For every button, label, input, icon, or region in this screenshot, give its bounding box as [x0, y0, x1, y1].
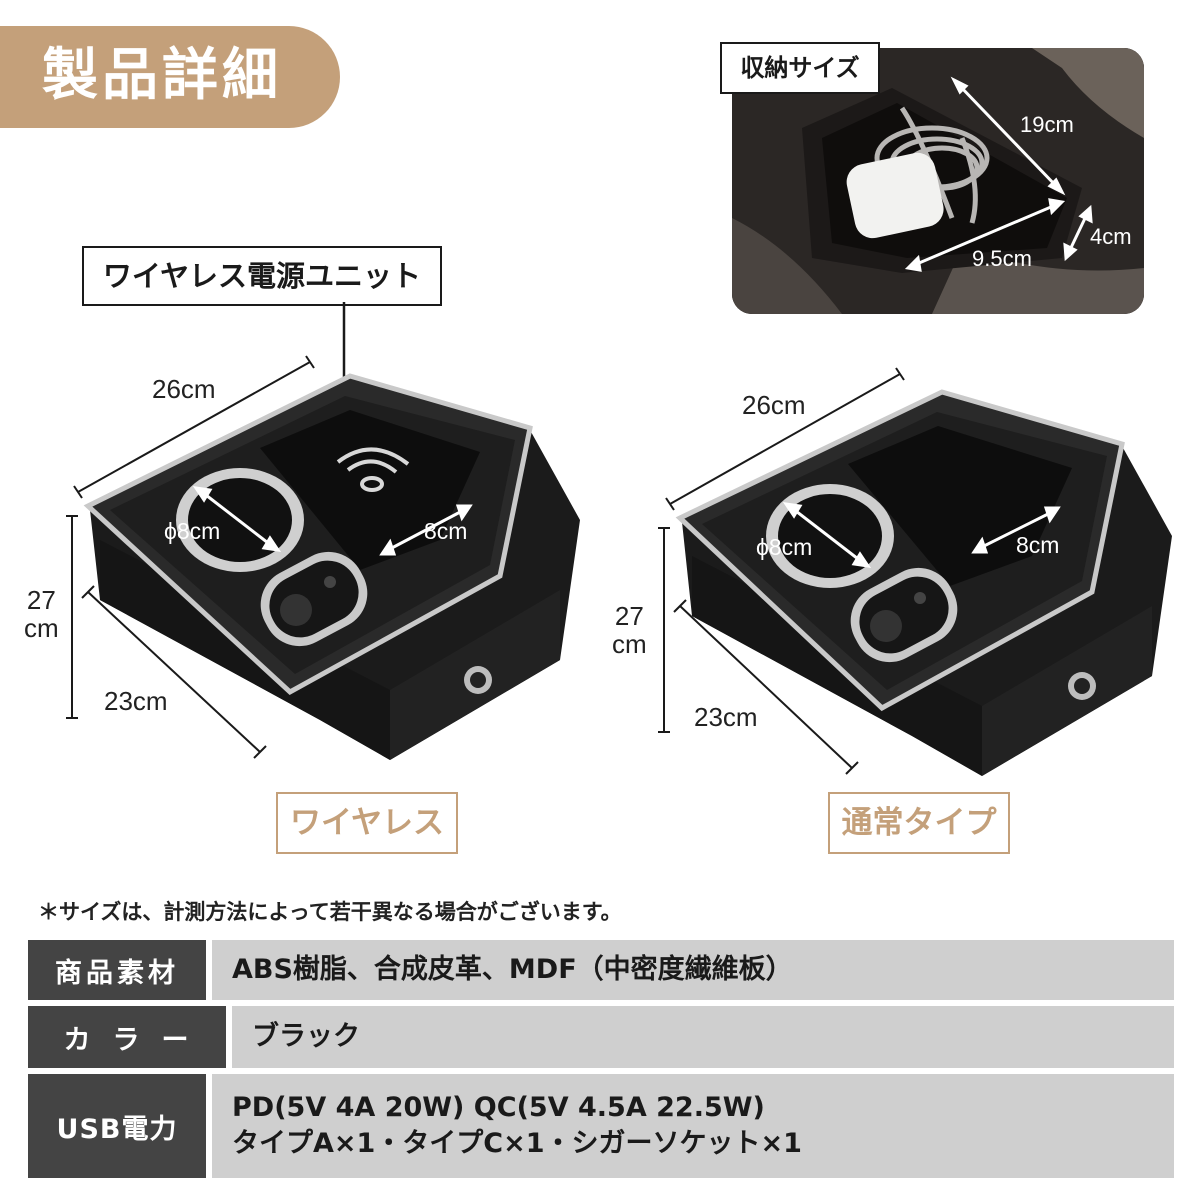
spec-label-color: カラー — [28, 1006, 226, 1068]
standard-console-illustration — [658, 367, 1172, 776]
standard-top-dim: 26cm — [742, 390, 806, 420]
title-banner — [0, 26, 340, 128]
spec-value-line: ブラック — [252, 1021, 360, 1052]
storage-width-label: 9.5cm — [972, 246, 1032, 271]
wireless-unit-callout: ワイヤレス電源ユニット — [82, 246, 442, 306]
standard-side-dim: 23cm — [694, 702, 758, 732]
standard-cup-dim: ϕ8cm — [756, 534, 813, 560]
spec-row-material: 商品素材 ABS樹脂、合成皮革、MDF（中密度繊維板） — [28, 940, 1174, 1000]
wireless-cup-dim: ϕ8cm — [164, 518, 221, 544]
spec-label-material: 商品素材 — [28, 940, 206, 1000]
wireless-height-dim: 27 cm — [24, 586, 59, 642]
spec-value-usb: PD(5V 4A 20W) QC(5V 4.5A 22.5W) タイプA×1・タ… — [212, 1074, 1174, 1178]
spec-value-line: PD(5V 4A 20W) QC(5V 4.5A 22.5W) — [232, 1092, 765, 1123]
wireless-height-unit: cm — [24, 613, 59, 643]
spec-row-color: カラー ブラック — [28, 1006, 1174, 1068]
standard-height-unit: cm — [612, 629, 647, 659]
wireless-top-dim: 26cm — [152, 374, 216, 404]
storage-depth-label: 19cm — [1020, 112, 1074, 137]
wireless-console-illustration — [66, 355, 580, 760]
spec-row-usb: USB電力 PD(5V 4A 20W) QC(5V 4.5A 22.5W) タイ… — [28, 1074, 1174, 1178]
spec-value-line: タイプA×1・タイプC×1・シガーソケット×1 — [232, 1128, 802, 1159]
wireless-height-num: 27 — [26, 585, 56, 615]
wireless-tray-dim: 8cm — [424, 518, 468, 544]
storage-dimension-arrows — [904, 76, 1093, 272]
spec-value-line: ABS樹脂、合成皮革、MDF（中密度繊維板） — [232, 954, 793, 985]
standard-tray-dim: 8cm — [1016, 532, 1060, 558]
size-disclaimer: ＊サイズは、計測方法によって若干異なる場合がございます。 — [38, 900, 622, 924]
wireless-type-tag: ワイヤレス — [276, 792, 458, 854]
storage-height-label: 4cm — [1090, 224, 1132, 249]
standard-type-tag: 通常タイプ — [828, 792, 1010, 854]
standard-height-num: 27 — [614, 601, 644, 631]
spec-value-color: ブラック — [232, 1006, 1174, 1068]
spec-value-material: ABS樹脂、合成皮革、MDF（中密度繊維板） — [212, 940, 1174, 1000]
page-title: 製品詳細 — [42, 43, 282, 108]
storage-size-label: 収納サイズ — [720, 42, 880, 94]
standard-height-dim: 27 cm — [612, 602, 647, 658]
wireless-side-dim: 23cm — [104, 686, 168, 716]
spec-label-usb: USB電力 — [28, 1074, 206, 1178]
storage-photo — [732, 48, 1144, 314]
